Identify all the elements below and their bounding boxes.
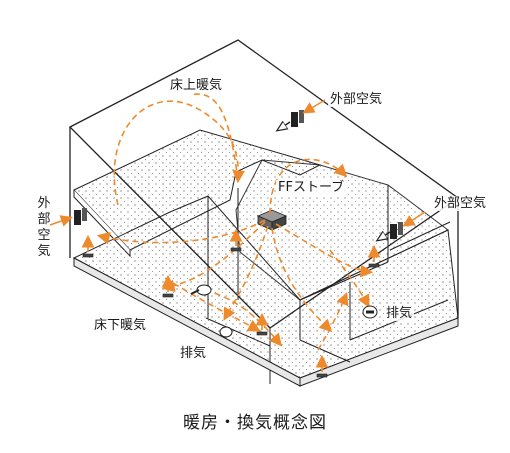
exhaust-fan-right bbox=[362, 305, 378, 319]
floor-slabs bbox=[72, 129, 459, 387]
vent-left bbox=[74, 208, 87, 225]
label-outside-air-right: 外部空気 bbox=[432, 196, 489, 211]
vent-right bbox=[390, 222, 403, 239]
label-outside-air-top: 外部空気 bbox=[328, 92, 385, 107]
floor-grilles bbox=[82, 247, 380, 378]
label-exhaust-right: 排気 bbox=[384, 306, 415, 321]
outside-air-arrows bbox=[49, 99, 426, 240]
airflow-paths bbox=[81, 93, 381, 372]
interior-walls bbox=[205, 185, 451, 363]
diagram-caption: 暖房・換気概念図 bbox=[183, 413, 327, 433]
label-outside-air-left: 外部空気 bbox=[37, 196, 51, 259]
label-exhaust-left: 排気 bbox=[178, 346, 209, 361]
exhaust-fan-left bbox=[190, 284, 233, 338]
vent-top bbox=[291, 110, 304, 127]
label-floor-heating-bottom: 床下暖気 bbox=[92, 318, 149, 333]
label-floor-heating-top: 床上暖気 bbox=[168, 78, 225, 93]
label-ff-stove: FFストーブ bbox=[276, 180, 347, 195]
